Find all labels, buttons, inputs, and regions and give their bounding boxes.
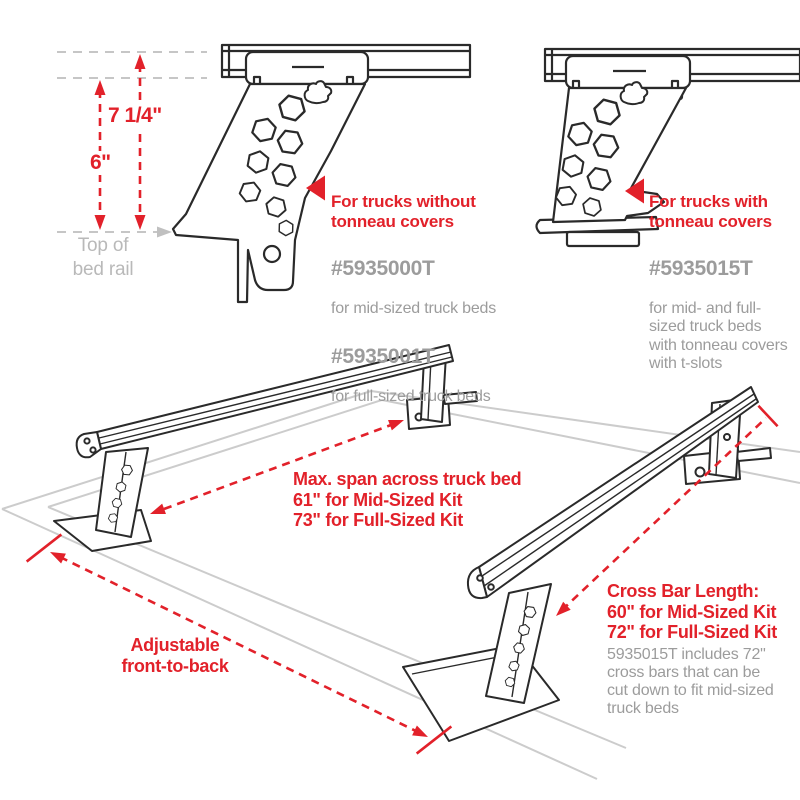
callout-arrow-left-icon — [306, 175, 325, 201]
part-number: #5935000T — [331, 257, 435, 280]
part-number: #5935015T — [649, 257, 753, 280]
dimension-guides — [57, 51, 207, 233]
adjustable-note: Adjustable front-to-back — [121, 635, 229, 676]
adjustable-front-to-back-arrow-icon — [25, 533, 453, 755]
dim-arrow-7-1-4-icon — [134, 54, 146, 230]
dim-arrow-6-icon — [94, 80, 106, 230]
crossbar-assembly-front — [53, 344, 478, 552]
part-description: for mid- and full- sized truck beds with… — [649, 300, 788, 372]
callout-heading: For trucks with tonneau covers — [649, 192, 772, 231]
part-description: for mid-sized truck beds — [331, 300, 497, 317]
dimension-label-bar-height: 6" — [86, 151, 115, 175]
part-number: #5935001T — [331, 345, 435, 369]
bracket-side-view-no-tonneau — [171, 43, 472, 304]
callout-with-tonneau: For trucks with tonneau covers #5935015T… — [649, 174, 799, 391]
part-description: for full-sized truck beds — [331, 388, 491, 406]
max-span-arrow-icon — [148, 414, 406, 520]
crossbar-cut-note: 5935015T includes 72" cross bars that ca… — [607, 646, 774, 717]
max-span-note: Max. span across truck bed 61" for Mid-S… — [293, 469, 522, 530]
bracket-side-view-tonneau — [535, 47, 800, 248]
bed-rail-baseline-arrow-icon — [157, 226, 172, 238]
crossbar-length-note: Cross Bar Length: 60" for Mid-Sized Kit … — [607, 581, 777, 642]
callout-without-tonneau: For trucks without tonneau covers #59350… — [331, 174, 511, 425]
dimension-label-overall-height: 7 1/4" — [104, 104, 166, 128]
crossbar-assembly-rear — [402, 386, 772, 742]
callout-arrow-right-icon — [625, 178, 644, 204]
crossbar-length-arrow-icon — [552, 404, 779, 621]
top-of-bed-rail-label: Top of bed rail — [72, 235, 134, 280]
callout-heading: For trucks without tonneau covers — [331, 192, 476, 231]
